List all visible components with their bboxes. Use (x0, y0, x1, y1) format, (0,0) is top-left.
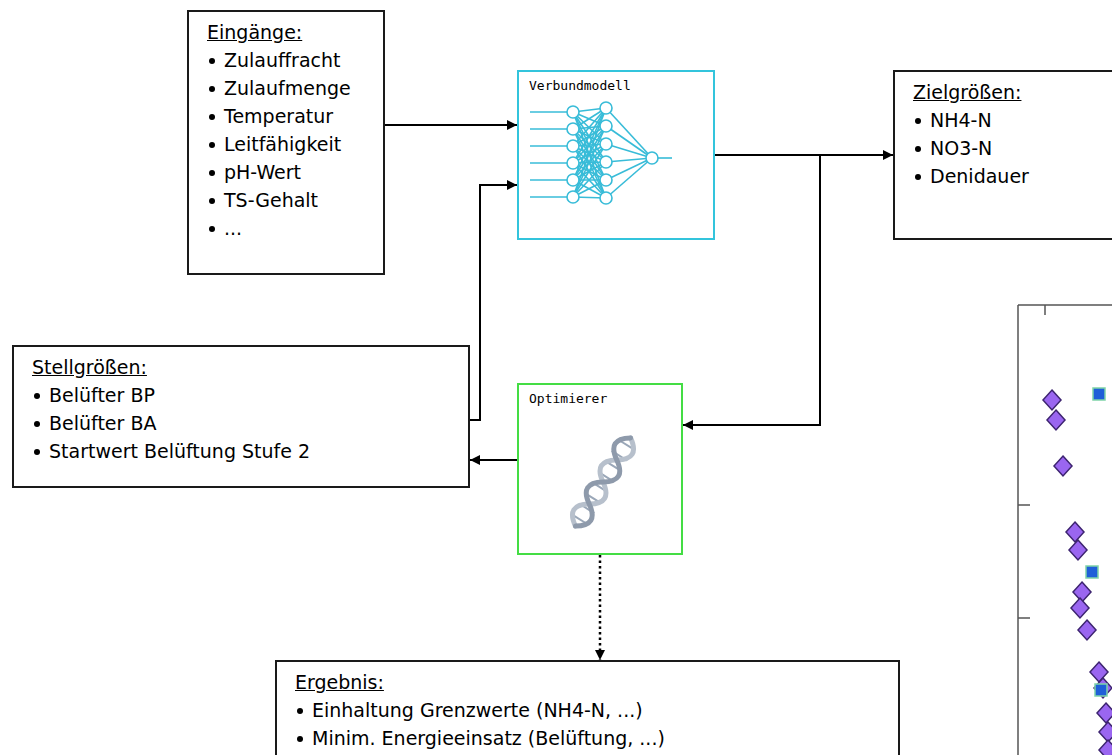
list-item: Belüfter BA (32, 409, 452, 437)
box-heading: Eingänge: (207, 18, 367, 46)
neural-network-icon (530, 102, 672, 204)
list-item: NH4-N (913, 106, 1107, 134)
box-label: Optimierer (529, 390, 671, 408)
bullet-dot (915, 146, 921, 152)
item-text: Zulauffracht (224, 49, 341, 71)
item-text: Leitfähigkeit (224, 133, 341, 155)
bullet-dot (209, 226, 215, 232)
list-item: Leitfähigkeit (207, 130, 367, 158)
box-heading: Zielgrößen: (913, 78, 1107, 106)
bullet-dot (915, 118, 921, 124)
item-text: Startwert Belüftung Stufe 2 (49, 440, 310, 462)
flow-arrow (470, 459, 517, 461)
item-text: Einhaltung Grenzwerte (NH4-N, ...) (312, 699, 643, 721)
flow-arrow (385, 124, 517, 126)
model-box: Verbundmodell (517, 70, 715, 240)
item-text: TS-Gehalt (224, 189, 318, 211)
bullet-dot (209, 86, 215, 92)
target-box: Zielgrößen: NH4-N NO3-N Denidauer (893, 70, 1112, 240)
item-text: Denidauer (930, 165, 1029, 187)
input-box: Eingänge: ZulauffrachtZulaufmengeTemperat… (187, 10, 385, 275)
box-label: Verbundmodell (529, 77, 703, 95)
list-item: Belüfter BP (32, 381, 452, 409)
item-text: Minim. Energieeinsatz (Belüftung, ...) (312, 727, 665, 749)
bullet-dot (34, 393, 40, 399)
item-text: pH-Wert (224, 161, 301, 183)
list-item: Startwert Belüftung Stufe 2 (32, 437, 452, 465)
item-text: Belüfter BP (49, 384, 155, 406)
bullet-dot (209, 198, 215, 204)
box-heading: Stellgrößen: (32, 353, 452, 381)
bullet-dot (34, 421, 40, 427)
bullet-dot (297, 736, 303, 742)
item-text: Temperatur (224, 105, 333, 127)
list-item: Zulaufmenge (207, 74, 367, 102)
bullet-dot (209, 114, 215, 120)
item-text: Belüfter BA (49, 412, 156, 434)
control-box: Stellgrößen: Belüfter BP Belüfter BA Startw… (12, 345, 470, 488)
list-item: Temperatur (207, 102, 367, 130)
item-text: Zulaufmenge (224, 77, 351, 99)
item-text: NH4-N (930, 109, 992, 131)
list-item: NO3-N (913, 134, 1107, 162)
list-item: Minim. Energieeinsatz (Belüftung, ...) (295, 724, 882, 752)
optimizer-box: Optimierer (517, 383, 683, 555)
bullet-dot (209, 142, 215, 148)
flow-arrow (470, 185, 517, 420)
bullet-dot (915, 174, 921, 180)
chart-fragment (1018, 305, 1112, 755)
list-item: pH-Wert (207, 158, 367, 186)
list-item: Zulauffracht (207, 46, 367, 74)
result-box: Ergebnis: Einhaltung Grenzwerte (NH4-N, .… (275, 660, 900, 755)
list-item: ... (207, 214, 367, 242)
bullet-dot (209, 170, 215, 176)
flow-arrow (683, 155, 820, 425)
dna-icon (567, 433, 639, 532)
box-heading: Ergebnis: (295, 668, 882, 696)
dotted-arrow (599, 555, 602, 660)
bullet-dot (34, 449, 40, 455)
list-item: TS-Gehalt (207, 186, 367, 214)
list-item: Einhaltung Grenzwerte (NH4-N, ...) (295, 696, 882, 724)
list-item: Denidauer (913, 162, 1107, 190)
item-text: NO3-N (930, 137, 992, 159)
bullet-dot (297, 708, 303, 714)
item-text: ... (224, 217, 242, 239)
bullet-dot (209, 58, 215, 64)
